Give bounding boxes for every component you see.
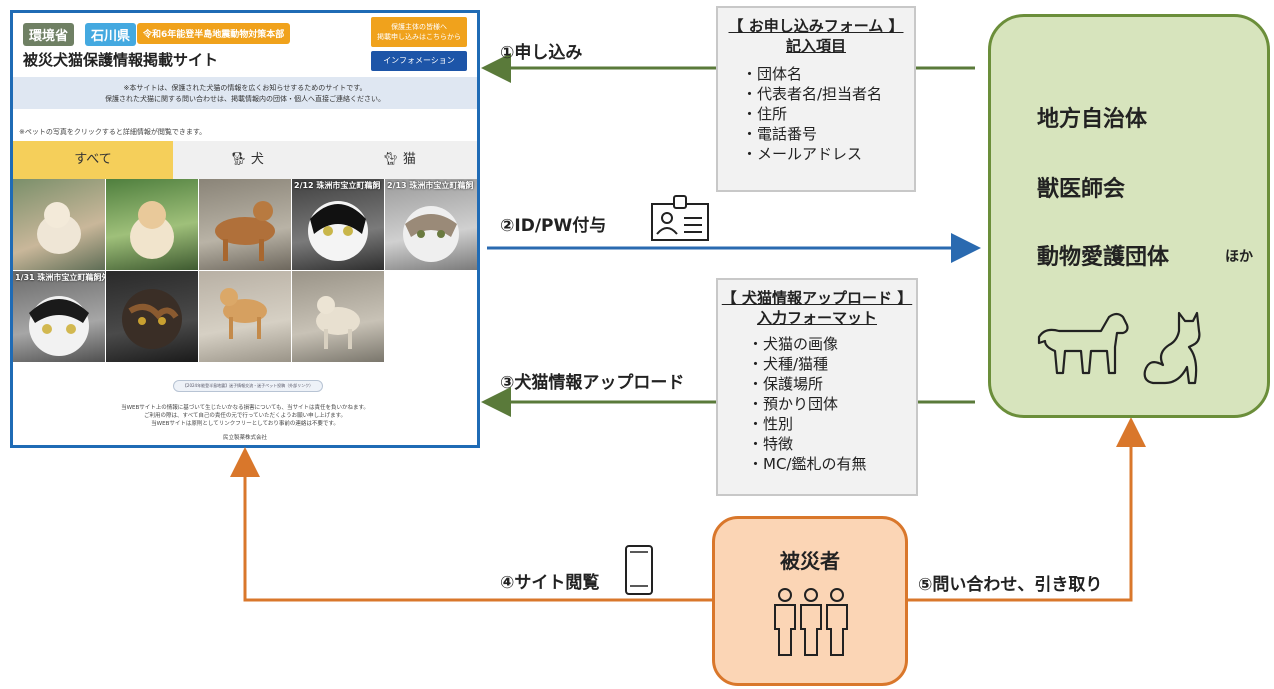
upload-item: ・保護場所 (748, 375, 824, 393)
pet-photo[interactable]: 2/13 珠洲市宝立町鵜飼 (385, 179, 477, 270)
pet-photo[interactable] (13, 179, 105, 270)
step-inquiry-label: ⑤問い合わせ、引き取り (918, 575, 1103, 595)
upload-item: ・特徴 (748, 435, 794, 453)
step-browse-label: ④サイト閲覧 (500, 573, 600, 593)
photo-caption: 2/13 珠洲市宝立町鵜飼 (387, 181, 474, 190)
people-icon (774, 588, 848, 656)
id-card-icon (651, 195, 709, 241)
notice-line2: 保護された犬猫に関する問い合わせは、掲載情報内の団体・個人へ直接ご連絡ください。 (105, 95, 385, 103)
tab-cat[interactable]: 🐈︎ 猫 (321, 141, 477, 179)
website-screenshot: 環境省 石川県 令和6年能登半島地震動物対策本部 被災犬猫保護情報掲載サイト 保… (10, 10, 480, 448)
org-local-government: 地方自治体 (1037, 107, 1148, 132)
pet-photo[interactable]: 1/31 珠洲市宝立町鵜飼外 (13, 271, 105, 362)
form-item: ・電話番号 (742, 125, 818, 143)
inquiry-arrow (908, 417, 1146, 602)
form-item: ・住所 (742, 105, 788, 123)
tab-dog[interactable]: 🐕︎ 犬 (173, 141, 321, 179)
form-item: ・代表者名/担当者名 (742, 85, 883, 103)
form-item: ・メールアドレス (742, 145, 863, 163)
tab-dog-label: 犬 (250, 152, 264, 167)
photo-caption: 1/31 珠洲市宝立町鵜飼外 (15, 273, 105, 282)
photo-hint: ※ペットの写真をクリックすると詳細情報が閲覧できます。 (19, 128, 207, 136)
smartphone-icon (625, 545, 653, 595)
prefecture-badge: 石川県 (85, 23, 137, 46)
site-footer-line1: 当WEBサイト上の情報に基づいて生じたいかなる損害についても、当サイトは責任を負… (121, 405, 369, 411)
form-box-subtitle: 記入項目 (785, 37, 846, 55)
ministry-badge: 環境省 (23, 23, 75, 46)
pet-photo[interactable] (292, 271, 384, 362)
org-animal-welfare: 動物愛護団体 (1037, 245, 1170, 270)
step-idpw-label: ②ID/PW付与 (500, 216, 607, 236)
site-notice: ※本サイトは、保護された犬猫の情報を広くお知らせするためのサイトです。 保護され… (13, 77, 477, 109)
tab-all[interactable]: すべて (13, 141, 173, 179)
form-box-items: ・団体名 ・代表者名/担当者名 ・住所 ・電話番号 ・メールアドレス (742, 64, 914, 164)
upload-item: ・犬種/猫種 (748, 355, 829, 373)
cat-icon (1143, 311, 1201, 385)
organizations-box: 地方自治体 獣医師会 動物愛護団体 ほか (988, 14, 1270, 418)
tab-cat-label: 猫 (402, 152, 416, 167)
pet-photo[interactable] (199, 179, 291, 270)
upload-item: ・MC/鑑札の有無 (748, 455, 867, 473)
site-footer-company: 民立製薬株式会社 (222, 435, 267, 441)
upload-box-title: 【 犬猫情報アップロード 】 (721, 289, 913, 307)
info-button[interactable]: インフォメーション (371, 51, 467, 71)
cat-icon: 🐈︎ (382, 152, 403, 167)
upload-box-items: ・犬猫の画像 ・犬種/猫種 ・保護場所 ・預かり団体 ・性別 ・特徴 ・MC/鑑… (748, 334, 916, 474)
upload-item: ・預かり団体 (748, 395, 839, 413)
apply-button-line2: 掲載申し込みはこちらから (377, 33, 461, 41)
step-apply-label: ①申し込み (500, 43, 583, 63)
upload-item: ・犬猫の画像 (748, 335, 839, 353)
pet-photo[interactable]: 2/12 珠洲市宝立町鵜飼 (292, 179, 384, 270)
external-link-pill[interactable]: 【2024年能登半島地震】迷子情報交流・迷子ペット投稿（外部リンク） (173, 380, 323, 392)
apply-button[interactable]: 保護主体の皆様へ 掲載申し込みはこちらから (371, 17, 467, 47)
dog-icon (1037, 312, 1129, 375)
hq-badge: 令和6年能登半島地震動物対策本部 (137, 23, 291, 44)
step-upload-label: ③犬猫情報アップロード (500, 373, 685, 393)
victim-label: 被災者 (780, 549, 840, 573)
site-title: 被災犬猫保護情報掲載サイト (23, 51, 219, 69)
browse-arrow (230, 447, 712, 602)
photo-caption: 2/12 珠洲市宝立町鵜飼 (294, 181, 381, 190)
application-form-box: 【 お申し込みフォーム 】 記入項目 ・団体名 ・代表者名/担当者名 ・住所 ・… (716, 6, 916, 192)
victim-box: 被災者 (712, 516, 908, 686)
upload-item: ・性別 (748, 415, 794, 433)
form-box-title: 【 お申し込みフォーム 】 (728, 17, 904, 35)
upload-box-subtitle: 入力フォーマット (756, 309, 877, 327)
notice-line1: ※本サイトは、保護された犬猫の情報を広くお知らせするためのサイトです。 (123, 84, 367, 92)
org-etc: ほか (1225, 249, 1253, 265)
pet-photo[interactable] (106, 179, 198, 270)
upload-format-box: 【 犬猫情報アップロード 】 入力フォーマット ・犬猫の画像 ・犬種/猫種 ・保… (716, 278, 918, 496)
dog-icon: 🐕︎ (230, 152, 251, 167)
pet-photo[interactable] (199, 271, 291, 362)
apply-button-line1: 保護主体の皆様へ (391, 23, 447, 31)
org-veterinary-association: 獣医師会 (1037, 177, 1126, 202)
site-footer-line2: ご利用の際は、すべて自己の責任の元で行っていただくようお願い申し上げます。 (143, 413, 347, 419)
site-footer-line3: 当WEBサイトは原則としてリンクフリーとしており事前の連絡は不要です。 (151, 421, 339, 427)
pet-photo[interactable] (106, 271, 198, 362)
form-item: ・団体名 (742, 65, 803, 83)
